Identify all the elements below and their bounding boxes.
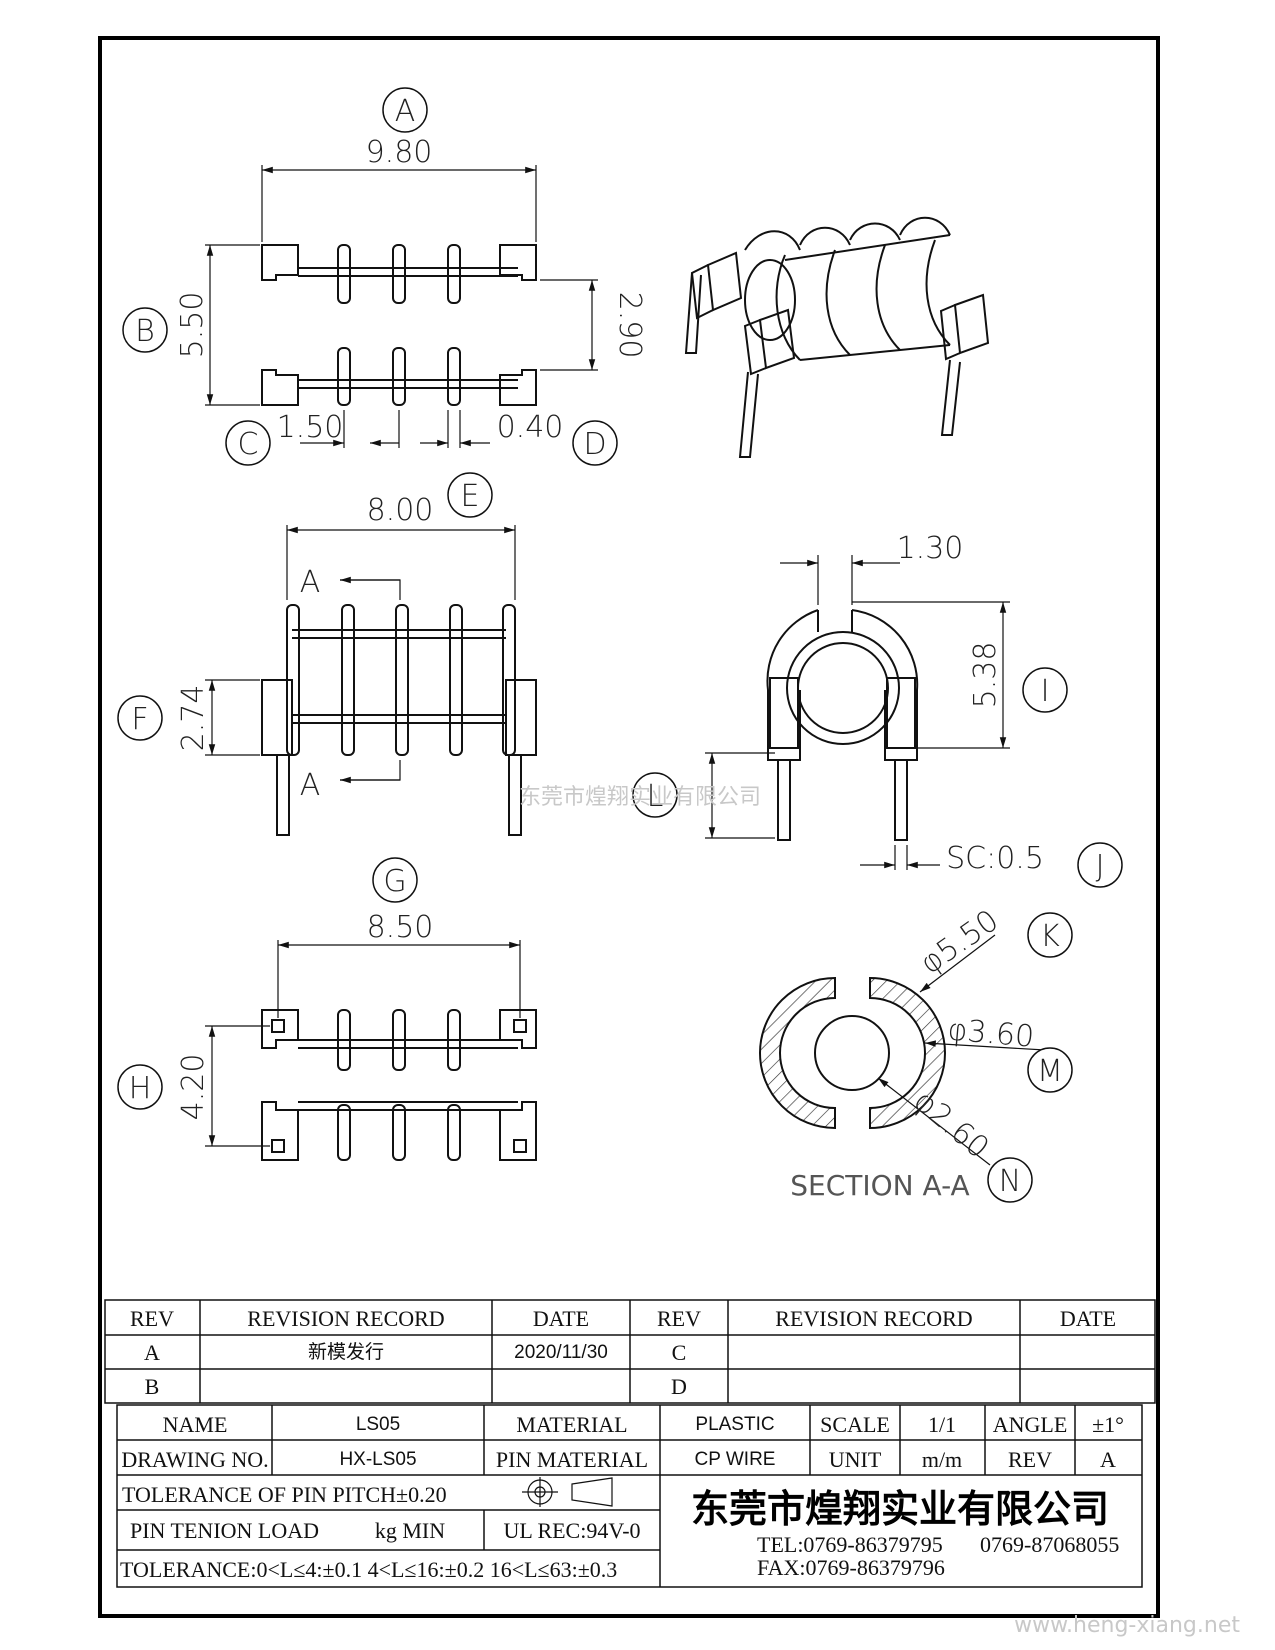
- callout-d: D: [583, 427, 606, 462]
- callout-g: G: [383, 864, 406, 899]
- material-label: MATERIAL: [516, 1412, 627, 1437]
- dim-top-width: 9.80: [366, 135, 433, 170]
- dim-bottom-height: 4.20: [176, 1054, 211, 1121]
- callout-m: M: [1037, 1054, 1063, 1089]
- isometric-view: [684, 216, 990, 458]
- rev-label: REV: [1008, 1447, 1052, 1472]
- rev-header-rev-1: REV: [130, 1306, 174, 1331]
- sheet-border: [98, 36, 1160, 1618]
- watermark-center: 东莞市煌翔实业有限公司: [519, 785, 761, 810]
- section-view: [759, 976, 946, 1130]
- name-label: NAME: [163, 1412, 228, 1437]
- scale-label: SCALE: [820, 1412, 890, 1437]
- rev-row-a-rev: A: [144, 1340, 160, 1365]
- side-view-dimensions: [205, 525, 516, 784]
- end-view-dimensions: [705, 555, 1010, 870]
- bottom-view-dimensions: [205, 940, 521, 1147]
- dim-pitch: 1.50: [277, 410, 344, 445]
- pin-tension-label: PIN TENION LOAD: [130, 1518, 319, 1543]
- callout-j: J: [1096, 849, 1105, 884]
- side-view: [261, 604, 537, 836]
- projection-symbol: [522, 1477, 613, 1507]
- rev-header-record-2: REVISION RECORD: [775, 1306, 972, 1331]
- rev-row-a-date: 2020/11/30: [514, 1342, 608, 1363]
- rev-row-b-rev: B: [145, 1374, 160, 1399]
- callout-b: B: [135, 314, 155, 349]
- callout-k: K: [1040, 919, 1060, 954]
- dim-pin-sc: SC:0.5: [946, 841, 1044, 876]
- dim-flange: 0.40: [497, 410, 564, 445]
- callout-i: I: [1041, 674, 1050, 709]
- tolerance-ranges: TOLERANCE:0<L≤4:±0.1 4<L≤16:±0.2 16<L≤63…: [120, 1557, 617, 1582]
- rev-header-date-1: DATE: [533, 1306, 589, 1331]
- dim-end-gap: 1.30: [897, 531, 964, 566]
- company-name: 东莞市煌翔实业有限公司: [691, 1486, 1109, 1531]
- end-view: [766, 609, 919, 841]
- unit-label: UNIT: [829, 1447, 882, 1472]
- dim-dia-outer: φ5.50: [914, 903, 1005, 981]
- bottom-view: [261, 1009, 537, 1161]
- callout-c: C: [238, 427, 259, 462]
- rev-row-a-record: 新模发行: [308, 1341, 384, 1363]
- dim-end-height: 5.38: [968, 642, 1003, 709]
- pin-tension-unit: kg MIN: [375, 1518, 445, 1543]
- rev-row-d-rev: D: [671, 1374, 687, 1399]
- rev-row-c-rev: C: [672, 1340, 687, 1365]
- callout-l: L: [647, 779, 664, 814]
- rev-value: A: [1100, 1447, 1116, 1472]
- watermark-corner: www.heng-xiang.net: [1014, 1613, 1240, 1638]
- tel: TEL:0769-86379795: [757, 1532, 943, 1557]
- revision-table: [104, 1299, 1156, 1404]
- pin-material-label: PIN MATERIAL: [496, 1447, 648, 1472]
- drawing-no-label: DRAWING NO.: [121, 1447, 268, 1472]
- unit-value: m/m: [922, 1447, 962, 1472]
- section-mark-top: A: [300, 565, 321, 600]
- tolerance-pitch: TOLERANCE OF PIN PITCH±0.20: [122, 1482, 447, 1507]
- angle-value: ±1°: [1092, 1412, 1124, 1437]
- material-value: PLASTIC: [695, 1414, 774, 1435]
- top-view-dimensions: [205, 165, 598, 448]
- angle-label: ANGLE: [993, 1412, 1068, 1437]
- dim-dia-inner: φ2.60: [907, 1083, 996, 1165]
- callout-circles: [117, 87, 1123, 1203]
- top-view: [261, 244, 537, 406]
- callout-f: F: [131, 702, 148, 737]
- rev-header-date-2: DATE: [1060, 1306, 1116, 1331]
- dim-top-height: 5.50: [175, 292, 210, 359]
- section-view-leaders: [877, 934, 1046, 1166]
- fax: FAX:0769-86379796: [757, 1555, 945, 1580]
- dim-side-width: 8.00: [367, 493, 434, 528]
- pin-material-value: CP WIRE: [695, 1449, 776, 1470]
- dim-top-inner: 2.90: [612, 292, 647, 359]
- dim-side-height: 2.74: [176, 685, 211, 752]
- scale-value: 1/1: [928, 1412, 956, 1437]
- dim-dia-mid: φ3.60: [946, 1012, 1035, 1054]
- callout-e: E: [461, 479, 480, 514]
- title-block: [116, 1404, 1143, 1588]
- callout-a: A: [395, 94, 416, 129]
- tel2: 0769-87068055: [980, 1532, 1119, 1557]
- ul-rec: UL REC:94V-0: [503, 1518, 640, 1543]
- section-mark-bottom: A: [300, 768, 321, 803]
- rev-header-record-1: REVISION RECORD: [247, 1306, 444, 1331]
- callout-h: H: [129, 1071, 152, 1106]
- drawing-no-value: HX-LS05: [339, 1449, 416, 1470]
- dim-bottom-width: 8.50: [367, 910, 434, 945]
- rev-header-rev-2: REV: [657, 1306, 701, 1331]
- section-label: SECTION A-A: [790, 1169, 969, 1202]
- name-value: LS05: [356, 1414, 400, 1435]
- callout-n: N: [999, 1164, 1021, 1199]
